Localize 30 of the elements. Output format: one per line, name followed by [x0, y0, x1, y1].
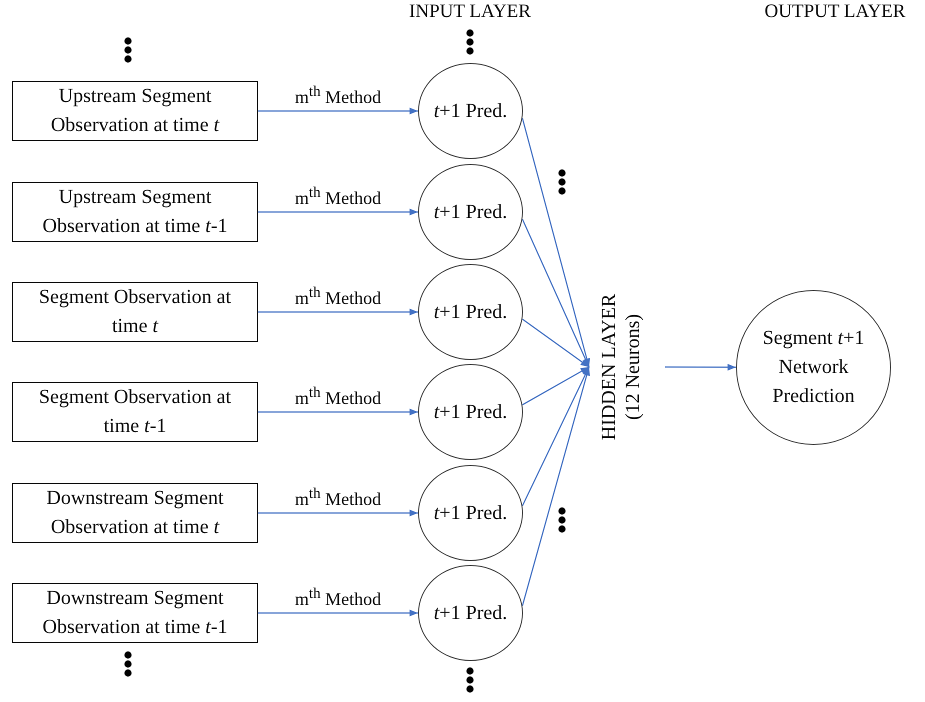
layer-title: INPUT LAYER — [409, 1, 531, 23]
arrow — [665, 364, 736, 371]
arrow — [258, 208, 418, 216]
layer-title: HIDDEN LAYER — [597, 292, 621, 442]
arrow — [258, 108, 418, 114]
process-box: Upstream Segment Observation at time t — [12, 81, 258, 141]
arrow — [522, 218, 590, 368]
neuron-circle: t+1 Pred. — [418, 164, 523, 260]
neuron-circle: t+1 Pred. — [418, 364, 523, 460]
neuron-circle: t+1 Pred. — [418, 565, 523, 661]
neuron-count: (12 Neurons) — [621, 312, 645, 422]
arrow — [522, 366, 590, 406]
arrow — [522, 366, 590, 606]
arrow — [258, 510, 418, 516]
process-box: Segment Observation at time t-1 — [12, 382, 258, 442]
neuron-circle: t+1 Pred. — [418, 63, 523, 159]
arrow — [258, 408, 418, 416]
arrow — [258, 610, 418, 616]
arrow — [258, 308, 418, 316]
process-box: Segment Observation at time t — [12, 282, 258, 342]
output-neuron-circle: Segment t+1 Network Prediction — [736, 290, 891, 445]
process-box: Upstream Segment Observation at time t-1 — [12, 182, 258, 242]
process-box: Downstream Segment Observation at time t — [12, 483, 258, 543]
arrow — [522, 318, 590, 368]
neuron-circle: t+1 Pred. — [418, 465, 523, 561]
layer-title: OUTPUT LAYER — [764, 1, 906, 23]
arrow — [522, 366, 590, 506]
neuron-circle: t+1 Pred. — [418, 264, 523, 360]
process-box: Downstream Segment Observation at time t-1 — [12, 583, 258, 643]
arrow — [522, 118, 590, 368]
